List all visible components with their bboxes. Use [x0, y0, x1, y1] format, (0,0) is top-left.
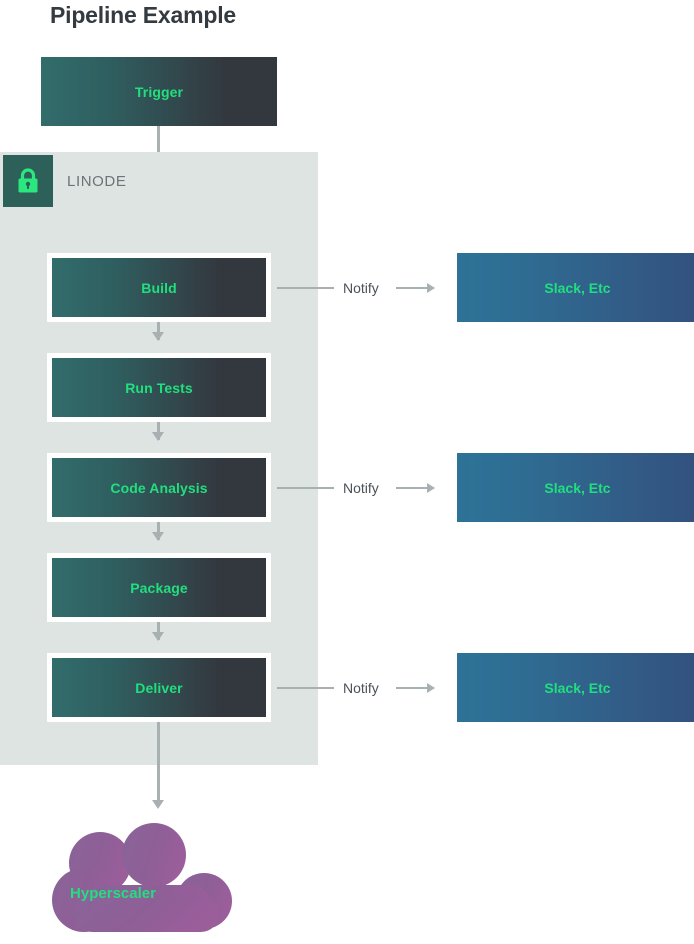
notify-target-label: Slack, Etc — [544, 479, 611, 496]
notify-connector-build: Notify — [277, 278, 457, 298]
stage-label: Package — [130, 579, 188, 596]
notify-label: Notify — [343, 480, 379, 496]
stage-box-trigger[interactable]: Trigger — [41, 57, 277, 126]
notify-target-box-deliver[interactable]: Slack, Etc — [457, 653, 694, 722]
linode-environment-label: LINODE — [67, 173, 127, 190]
notify-connector-code-analysis: Notify — [277, 478, 457, 498]
arrowhead-deliver-to-hyperscaler — [152, 800, 164, 809]
cloud-icon[interactable] — [52, 823, 274, 944]
hyperscaler-label: Hyperscaler — [70, 885, 156, 902]
stage-box-package[interactable]: Package — [47, 553, 271, 622]
notify-line-right — [395, 287, 427, 289]
stage-box-code-analysis[interactable]: Code Analysis — [47, 453, 271, 522]
notify-target-box-build[interactable]: Slack, Etc — [457, 253, 694, 322]
connector-deliver-to-hyperscaler — [157, 722, 160, 801]
lock-icon — [3, 155, 53, 207]
connector-build-to-run-tests — [157, 322, 160, 340]
arrowhead-code-analysis-to-package — [152, 532, 164, 541]
notify-arrowhead — [426, 483, 435, 493]
notify-target-label: Slack, Etc — [544, 279, 611, 296]
arrowhead-build-to-run-tests — [152, 332, 164, 341]
connector-run-tests-to-code-analysis — [157, 422, 160, 440]
notify-arrowhead — [426, 683, 435, 693]
arrowhead-run-tests-to-code-analysis — [152, 432, 164, 441]
notify-connector-deliver: Notify — [277, 678, 457, 698]
page-title: Pipeline Example — [50, 2, 236, 28]
stage-box-deliver[interactable]: Deliver — [47, 653, 271, 722]
notify-target-box-code-analysis[interactable]: Slack, Etc — [457, 453, 694, 522]
notify-line-right — [395, 687, 427, 689]
notify-line-left — [277, 487, 334, 489]
notify-arrowhead — [426, 283, 435, 293]
stage-box-build[interactable]: Build — [47, 253, 271, 322]
notify-line-left — [277, 287, 334, 289]
notify-label: Notify — [343, 280, 379, 296]
connector-package-to-deliver — [157, 622, 160, 640]
stage-label: Run Tests — [125, 379, 193, 396]
notify-line-right — [395, 487, 427, 489]
stage-label: Deliver — [135, 679, 183, 696]
stage-label: Code Analysis — [110, 479, 208, 496]
notify-line-left — [277, 687, 334, 689]
notify-label: Notify — [343, 680, 379, 696]
arrowhead-package-to-deliver — [152, 632, 164, 641]
stage-box-run-tests[interactable]: Run Tests — [47, 353, 271, 422]
notify-target-label: Slack, Etc — [544, 679, 611, 696]
stage-label: Build — [141, 279, 177, 296]
connector-code-analysis-to-package — [157, 522, 160, 540]
stage-label: Trigger — [134, 83, 184, 100]
